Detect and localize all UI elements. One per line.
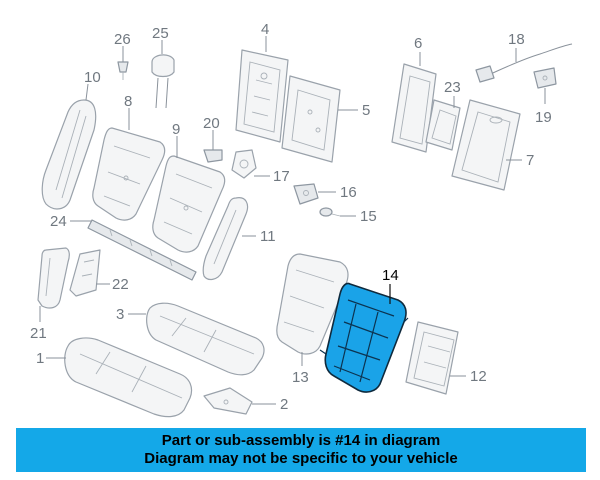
- callout-13: 13: [292, 369, 309, 386]
- part-23-inner-panel: [425, 99, 461, 151]
- parts-diagram: 10 8 9 26 25 4 5 20 17 16 15 11 24 21 22…: [30, 21, 573, 418]
- callout-2: 2: [280, 396, 288, 413]
- callout-15: 15: [360, 208, 377, 225]
- callout-3: 3: [116, 306, 124, 323]
- part-10-side-bolster: [41, 99, 97, 210]
- part-16-bracket: [293, 183, 319, 205]
- part-9-seatback-right: [152, 155, 226, 253]
- banner-line-1: Part or sub-assembly is #14 in diagram: [161, 432, 441, 449]
- part-21-side-cushion: [37, 247, 70, 309]
- callout-8: 8: [124, 93, 132, 110]
- part-3-seat-cushion: [146, 302, 265, 376]
- callout-11: 11: [260, 228, 276, 245]
- part-26-clip: [117, 61, 129, 80]
- callout-16: 16: [340, 184, 357, 201]
- callout-24: 24: [50, 213, 67, 230]
- part-1-seat-cover: [64, 337, 193, 418]
- callout-19: 19: [535, 109, 552, 126]
- callout-12: 12: [470, 368, 487, 385]
- callout-14: 14: [382, 267, 399, 284]
- part-14-seatback-pad: [319, 282, 409, 393]
- leader-10: [85, 83, 89, 101]
- callout-10: 10: [84, 69, 101, 86]
- callout-5: 5: [362, 102, 370, 119]
- part-25-headrest: [151, 54, 175, 109]
- part-8-seatback-left: [92, 127, 166, 221]
- part-11-side-trim: [202, 197, 249, 281]
- part-6-back-board: [391, 63, 437, 153]
- part-15-bolt: [319, 207, 341, 217]
- part-22-mount: [69, 249, 101, 297]
- part-13-seatback-cover: [276, 253, 349, 355]
- callout-17: 17: [273, 168, 290, 185]
- callout-1: 1: [36, 350, 44, 367]
- callout-21: 21: [30, 325, 47, 342]
- part-20-bracket: [203, 149, 223, 163]
- callout-7: 7: [526, 152, 534, 169]
- part-18-cable: [475, 43, 573, 83]
- callout-20: 20: [203, 115, 220, 132]
- callout-22: 22: [112, 276, 129, 293]
- callout-23: 23: [444, 79, 461, 96]
- info-banner: Part or sub-assembly is #14 in diagram D…: [16, 428, 586, 472]
- callout-6: 6: [414, 35, 422, 52]
- callout-4: 4: [261, 21, 269, 38]
- callout-9: 9: [172, 121, 180, 138]
- part-19-clip-bracket: [533, 67, 557, 89]
- part-5-back-panel: [281, 75, 341, 163]
- callout-25: 25: [152, 25, 169, 42]
- part-12-rear-panel: [405, 321, 459, 395]
- part-4-frame: [235, 49, 289, 143]
- part-24-crossbar: [87, 219, 197, 281]
- callout-26: 26: [114, 31, 131, 48]
- part-7-seal-frame: [451, 99, 521, 191]
- banner-line-2: Diagram may not be specific to your vehi…: [144, 450, 458, 467]
- part-2-bracket: [203, 387, 253, 415]
- part-17-latch: [231, 149, 257, 179]
- callout-18: 18: [508, 31, 525, 48]
